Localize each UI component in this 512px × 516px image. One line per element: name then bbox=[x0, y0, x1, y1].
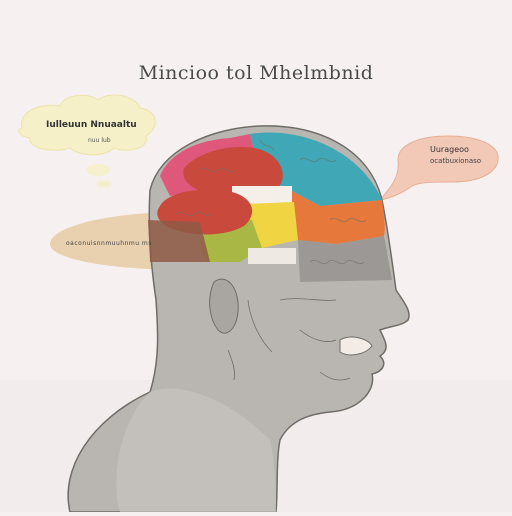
speech-bubble-label-line1: Uurageoo bbox=[430, 145, 469, 154]
left-band-label: oaconuisnnmuuhnmu ms bbox=[66, 240, 152, 247]
brain-region-gray bbox=[298, 236, 392, 282]
brain-region-orange bbox=[290, 190, 385, 244]
speech-bubble-right bbox=[378, 135, 499, 201]
brain-region-white-lower bbox=[248, 248, 296, 264]
thought-bubble-label-line1: Iulleuun Nnuaaltu bbox=[46, 120, 137, 130]
brain-region-teal bbox=[250, 132, 382, 206]
brain-region-brown bbox=[148, 220, 210, 262]
thought-bubble-label-line2: nuu lub bbox=[88, 137, 111, 144]
diagram-title: Mincioo tol Mhelmbnid bbox=[138, 62, 374, 84]
thought-bubble-top-left bbox=[18, 94, 156, 188]
brain-map bbox=[148, 132, 392, 282]
speech-bubble-label-line2: ocatbuxionaso bbox=[430, 157, 482, 165]
